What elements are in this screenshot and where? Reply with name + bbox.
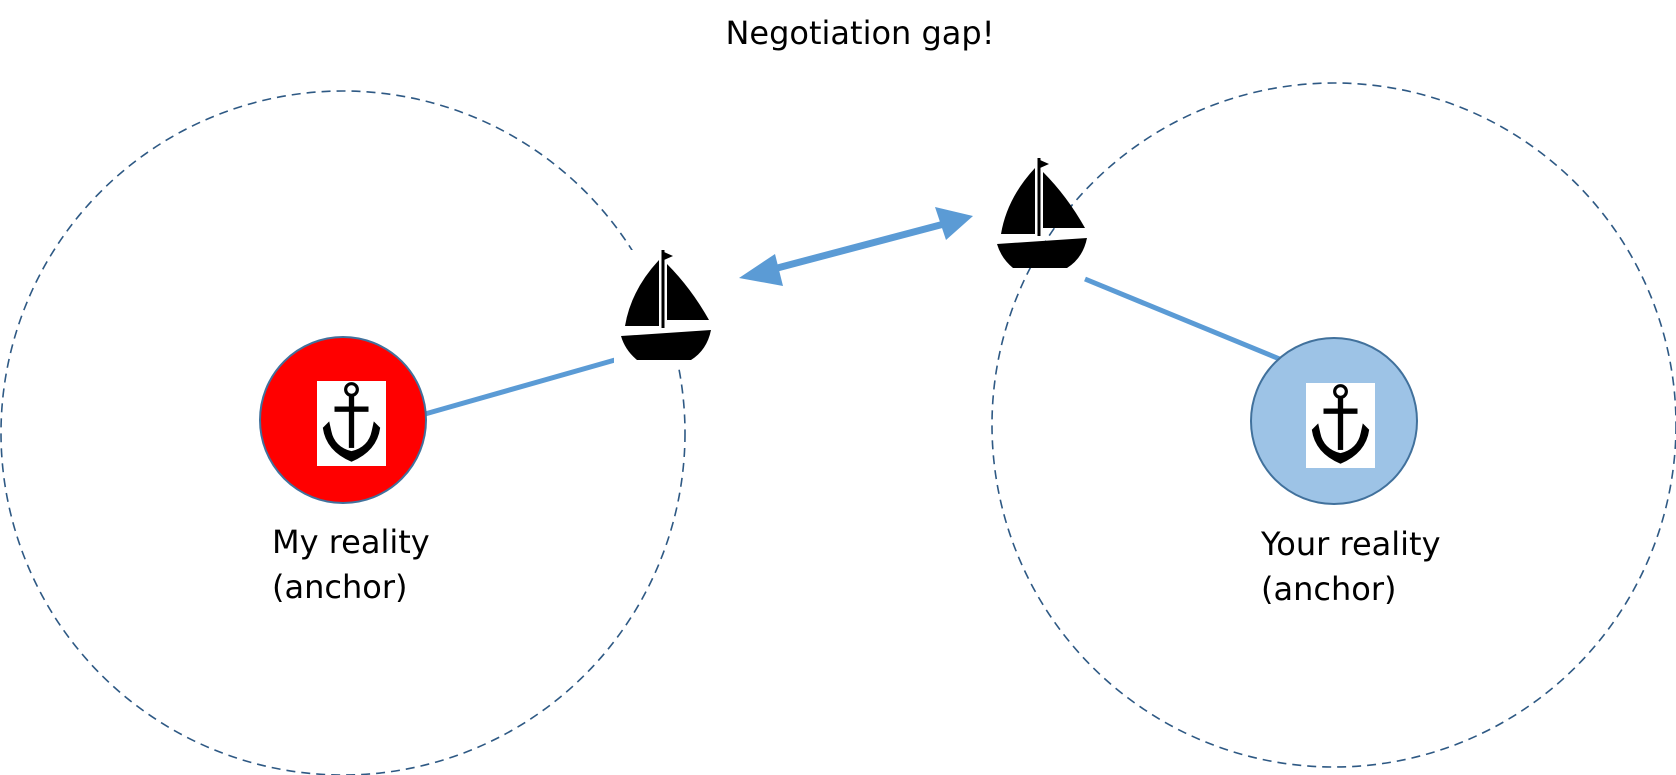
diagram-title: Negotiation gap! (725, 14, 995, 52)
left-tether-line (424, 355, 623, 417)
my-reality-label-line1: My reality (272, 523, 430, 561)
my-reality-anchor-node (259, 336, 427, 504)
your-reality-label: Your reality (anchor) (1261, 522, 1441, 612)
my-reality-label-line2: (anchor) (272, 568, 408, 606)
gap-arrow (739, 207, 973, 286)
right-reality-boundary (991, 82, 1676, 768)
my-reality-label: My reality (anchor) (272, 520, 430, 610)
your-reality-label-line1: Your reality (1261, 525, 1441, 563)
right-tether-line (1084, 276, 1283, 363)
left-boat (614, 250, 714, 366)
your-reality-anchor-node (1250, 337, 1418, 505)
sailboat-icon (996, 158, 1088, 270)
your-reality-label-line2: (anchor) (1261, 570, 1397, 608)
left-reality-boundary (0, 90, 686, 775)
right-boat (996, 158, 1088, 270)
